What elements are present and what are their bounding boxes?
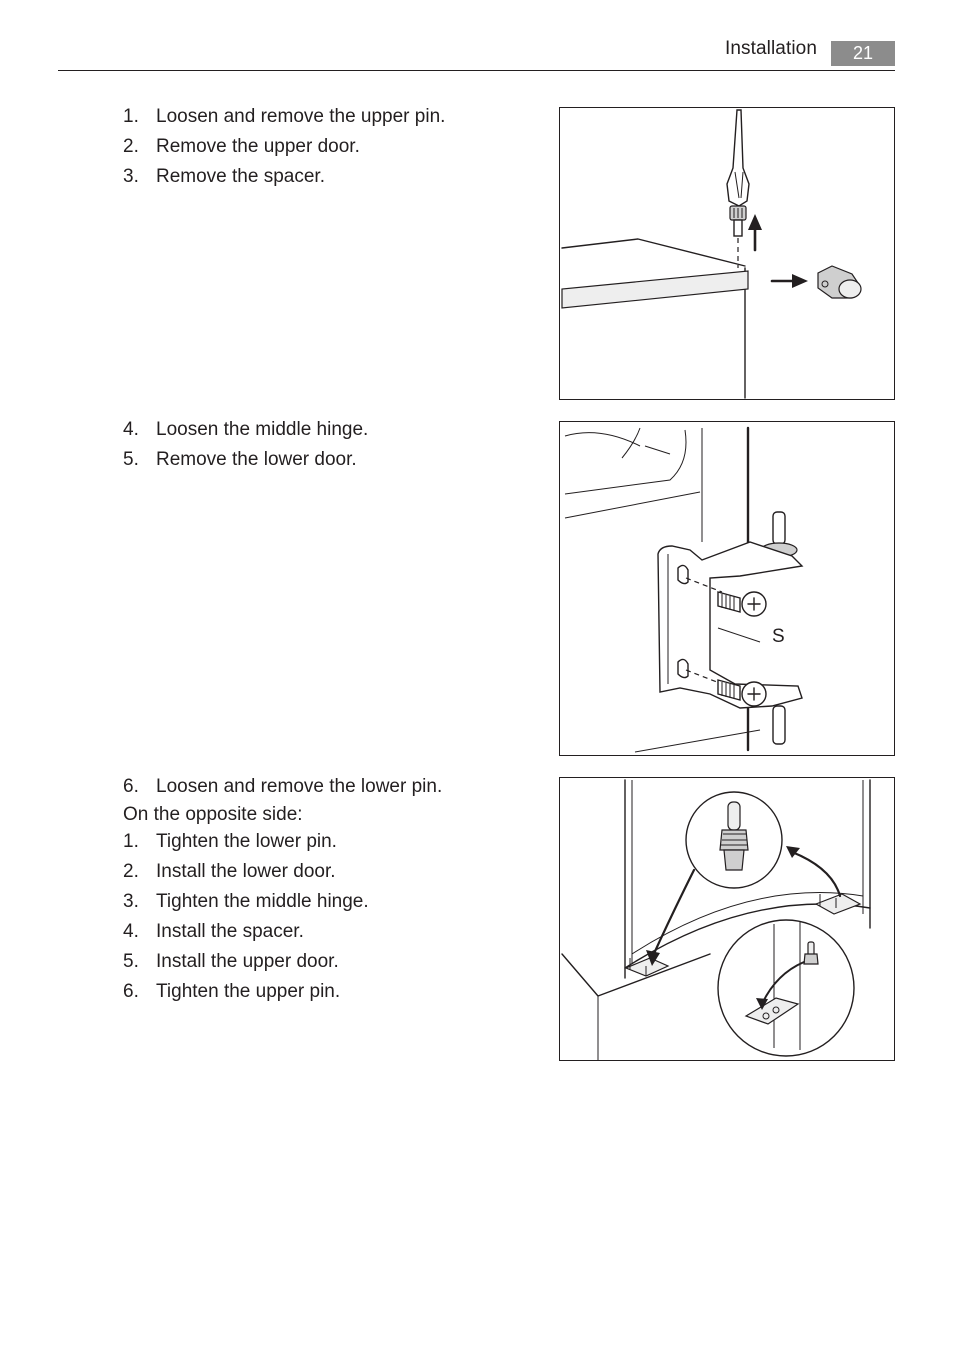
figure-label-s: S	[772, 626, 785, 647]
step-number: 6.	[123, 981, 139, 1002]
step-number: 5.	[123, 951, 139, 972]
header-rule	[58, 70, 895, 71]
step-number: 4.	[123, 921, 139, 942]
step-text: Loosen the middle hinge.	[156, 419, 369, 440]
step-number: 1.	[123, 106, 139, 127]
step-item: 5. Install the upper door.	[123, 947, 442, 977]
step-number: 5.	[123, 449, 139, 470]
lower-pin-illustration	[559, 777, 895, 1061]
step-item: 2. Install the lower door.	[123, 857, 442, 887]
page-number: 21	[831, 41, 895, 66]
step-item: 6. Tighten the upper pin.	[123, 977, 442, 1007]
step-text: Remove the spacer.	[156, 166, 325, 187]
middle-hinge-illustration: S	[559, 421, 895, 756]
step-item: 3. Tighten the middle hinge.	[123, 887, 442, 917]
step-number: 3.	[123, 166, 139, 187]
step-number: 1.	[123, 831, 139, 852]
step-list-opposite: 1. Tighten the lower pin. 2. Install the l…	[123, 827, 442, 1007]
step-text: Tighten the lower pin.	[156, 831, 337, 852]
step-text: Loosen and remove the upper pin.	[156, 106, 446, 127]
step-list-middle: 4. Loosen the middle hinge. 5. Remove the …	[123, 415, 368, 475]
section-title: Installation	[724, 38, 817, 59]
step-text: Tighten the upper pin.	[156, 981, 341, 1002]
step-number: 3.	[123, 891, 139, 912]
step-item: 4. Install the spacer.	[123, 917, 442, 947]
step-number: 2.	[123, 136, 139, 157]
step-text: Remove the lower door.	[156, 449, 357, 470]
step-list-lower: 6. Loosen and remove the lower pin. On th…	[123, 772, 442, 1007]
step-number: 6.	[123, 776, 139, 797]
step-number: 4.	[123, 419, 139, 440]
step-item: 6. Loosen and remove the lower pin.	[123, 772, 442, 802]
step-text: Remove the upper door.	[156, 136, 360, 157]
step-item: 3. Remove the spacer.	[123, 162, 445, 192]
step-text: Tighten the middle hinge.	[156, 891, 369, 912]
step-text: Install the upper door.	[156, 951, 339, 972]
step-text: Loosen and remove the lower pin.	[156, 776, 443, 797]
step-text: Install the spacer.	[156, 921, 304, 942]
step-list-upper: 1. Loosen and remove the upper pin. 2. Rem…	[123, 102, 445, 192]
step-item: 2. Remove the upper door.	[123, 132, 445, 162]
step-item: 1. Loosen and remove the upper pin.	[123, 102, 445, 132]
step-text: Install the lower door.	[156, 861, 336, 882]
step-number: 2.	[123, 861, 139, 882]
step-item: 4. Loosen the middle hinge.	[123, 415, 368, 445]
step-item: 5. Remove the lower door.	[123, 445, 368, 475]
opposite-side-intro: On the opposite side:	[123, 804, 303, 825]
step-item: 1. Tighten the lower pin.	[123, 827, 442, 857]
upper-pin-illustration	[559, 107, 895, 400]
